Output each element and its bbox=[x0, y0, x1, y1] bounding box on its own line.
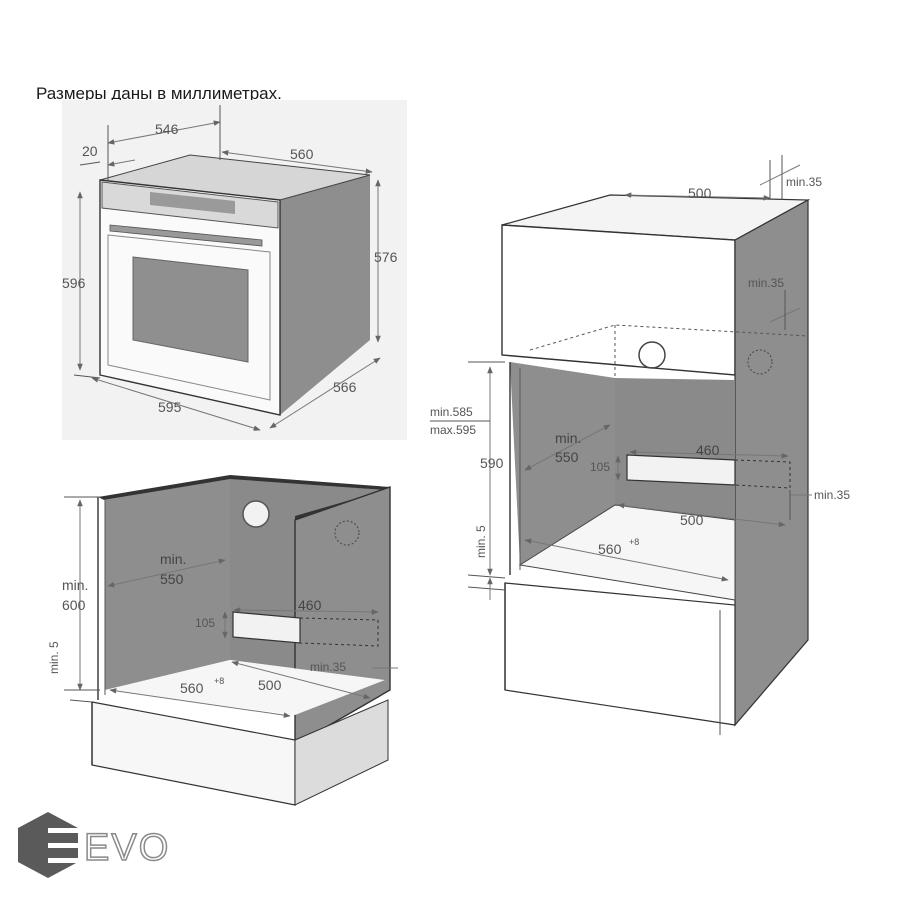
under-counter-cabinet: min. 600 min. 5 min. 550 460 105 560 +8 … bbox=[47, 475, 398, 806]
oven-drawing: 546 20 560 596 576 595 566 bbox=[62, 100, 407, 440]
oven-width-top-label: 546 bbox=[155, 121, 179, 137]
col-opening-max: max.595 bbox=[430, 423, 476, 437]
logo-text: EVO bbox=[84, 827, 170, 869]
col-opening-min: min.585 bbox=[430, 405, 473, 419]
oven-height-label: 596 bbox=[62, 275, 86, 291]
oven-depth-label: 560 bbox=[290, 146, 314, 162]
col-side-gap-label: min.35 bbox=[814, 488, 850, 502]
col-width-label: 560 bbox=[598, 541, 622, 557]
col-top-gap-label: min.35 bbox=[786, 175, 822, 189]
tall-column-cabinet: 500 min.35 min.35 min.585 max.595 590 mi… bbox=[430, 155, 850, 735]
col-top-depth-label: 500 bbox=[688, 185, 712, 201]
uc-vent-height-label: 105 bbox=[195, 616, 215, 630]
col-opening-height: 590 bbox=[480, 455, 504, 471]
oven-front-offset-label: 20 bbox=[82, 143, 98, 159]
evo-logo: EVO bbox=[18, 812, 170, 878]
col-depth-line2: 550 bbox=[555, 449, 579, 465]
oven-side-panel bbox=[280, 175, 370, 415]
col-vent-height-label: 105 bbox=[590, 460, 610, 474]
uc-depth-line2: 550 bbox=[160, 571, 184, 587]
col-back-gap-label: min.35 bbox=[748, 276, 784, 290]
cable-hole-icon bbox=[242, 500, 270, 528]
oven-window bbox=[132, 256, 249, 363]
column-vent-opening bbox=[626, 454, 736, 486]
col-plinth-label: min. 5 bbox=[474, 525, 488, 558]
oven-handle bbox=[109, 224, 263, 247]
oven-body-height-label: 576 bbox=[374, 249, 398, 265]
uc-vent-gap-label: min.35 bbox=[310, 660, 346, 674]
uc-plinth-label: min. 5 bbox=[47, 641, 61, 674]
col-width-tolerance: +8 bbox=[629, 537, 639, 547]
uc-width-label: 560 bbox=[180, 680, 204, 696]
oven-depth-bottom-label: 566 bbox=[333, 379, 357, 395]
units-caption: Размеры даны в миллиметрах. bbox=[36, 84, 282, 103]
uc-vent-depth-label: 500 bbox=[258, 677, 282, 693]
oven-front-width-label: 595 bbox=[158, 399, 182, 415]
column-hole-icon bbox=[638, 341, 666, 369]
col-depth-line1: min. bbox=[555, 430, 581, 446]
col-vent-width-label: 460 bbox=[696, 442, 720, 458]
uc-min-height-line2: 600 bbox=[62, 597, 86, 613]
vent-opening bbox=[232, 611, 301, 644]
col-vent-depth-label: 500 bbox=[680, 512, 704, 528]
uc-vent-width-label: 460 bbox=[298, 597, 322, 613]
uc-min-height-line1: min. bbox=[62, 577, 88, 593]
uc-depth-line1: min. bbox=[160, 551, 186, 567]
uc-width-tolerance: +8 bbox=[214, 676, 224, 686]
